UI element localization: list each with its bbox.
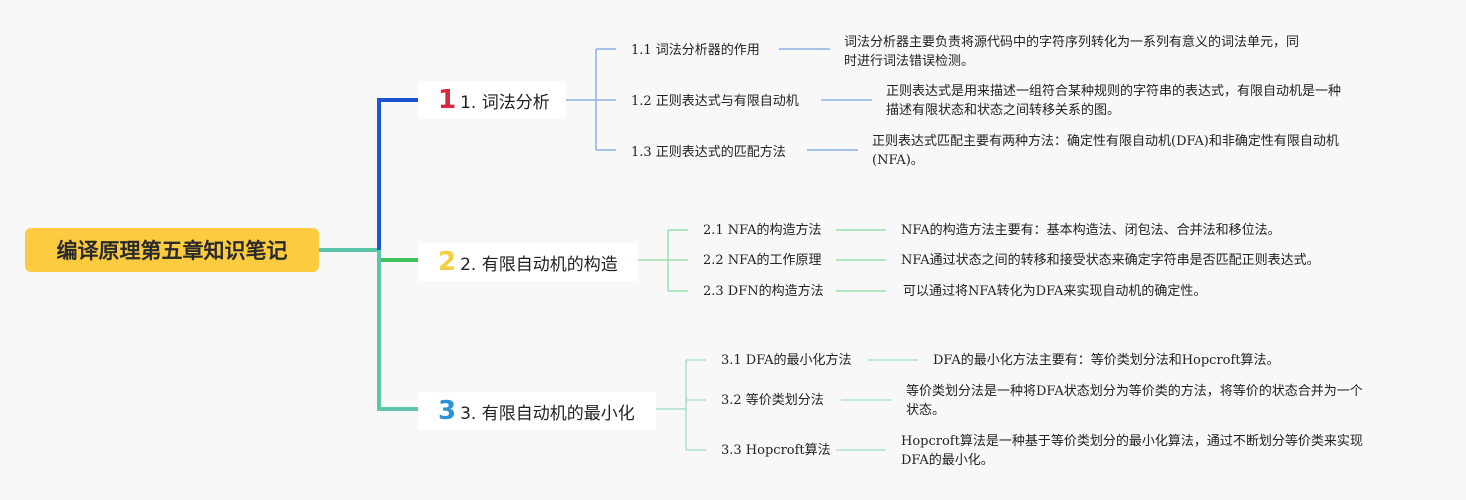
- description-line: (NFA)。: [872, 153, 924, 168]
- description-3-3: Hopcroft算法是一种基于等价类划分的最小化算法，通过不断划分等价类来实现 …: [901, 432, 1363, 470]
- description-line: Hopcroft算法是一种基于等价类划分的最小化算法，通过不断划分等价类来实现: [901, 434, 1363, 449]
- description-line: DFA的最小化。: [901, 453, 994, 468]
- description-line: 正则表达式是用来描述一组符合某种规则的字符串的表达式，有限自动机是一种: [886, 84, 1342, 99]
- description-line: 时进行词法错误检测。: [844, 54, 975, 69]
- description-line: NFA的构造方法主要有：基本构造法、闭包法、合并法和移位法。: [901, 223, 1281, 238]
- description-line: 正则表达式匹配主要有两种方法：确定性有限自动机(DFA)和非确定性有限自动机: [872, 134, 1339, 149]
- subtopic-1-1[interactable]: 1.1 词法分析器的作用: [631, 43, 760, 58]
- subtopic-1-3[interactable]: 1.3 正则表达式的匹配方法: [631, 145, 786, 160]
- description-line: NFA通过状态之间的转移和接受状态来确定字符串是否匹配正则表达式。: [901, 253, 1320, 268]
- branch-1-title: 1. 词法分析: [460, 92, 550, 113]
- number-1-icon: 1: [438, 85, 457, 115]
- subtopic-3-3[interactable]: 3.3 Hopcroft算法: [721, 443, 831, 458]
- root-title: 编译原理第五章知识笔记: [56, 239, 288, 263]
- description-1-1: 词法分析器主要负责将源代码中的字符序列转化为一系列有意义的词法单元，同 时进行词…: [844, 33, 1299, 71]
- subtopic-2-3[interactable]: 2.3 DFN的构造方法: [703, 284, 824, 299]
- description-line: 等价类划分法是一种将DFA状态划分为等价类的方法，将等价的状态合并为一个: [906, 384, 1363, 399]
- description-1-2: 正则表达式是用来描述一组符合某种规则的字符串的表达式，有限自动机是一种 描述有限…: [886, 82, 1341, 120]
- branch-1[interactable]: 1 1. 词法分析: [418, 81, 566, 119]
- description-2-1: NFA的构造方法主要有：基本构造法、闭包法、合并法和移位法。: [901, 221, 1281, 240]
- subtopic-1-2[interactable]: 1.2 正则表达式与有限自动机: [631, 94, 799, 109]
- branch-3-connector: [377, 250, 418, 411]
- description-3-1: DFA的最小化方法主要有：等价类划分法和Hopcroft算法。: [933, 351, 1280, 370]
- description-2-2: NFA通过状态之间的转移和接受状态来确定字符串是否匹配正则表达式。: [901, 251, 1320, 270]
- branch-1-connector: [377, 98, 418, 250]
- branch-3-title: 3. 有限自动机的最小化: [460, 403, 635, 424]
- subtopic-2-1[interactable]: 2.1 NFA的构造方法: [703, 223, 822, 238]
- branch-2[interactable]: 2 2. 有限自动机的构造: [418, 243, 638, 281]
- description-line: 可以通过将NFA转化为DFA来实现自动机的确定性。: [903, 284, 1207, 299]
- root-topic[interactable]: 编译原理第五章知识笔记: [25, 228, 319, 272]
- number-3-icon: 3: [438, 396, 457, 426]
- subtopic-3-1[interactable]: 3.1 DFA的最小化方法: [721, 353, 852, 368]
- description-3-2: 等价类划分法是一种将DFA状态划分为等价类的方法，将等价的状态合并为一个 状态。: [906, 382, 1363, 420]
- description-line: 状态。: [906, 403, 946, 418]
- description-1-3: 正则表达式匹配主要有两种方法：确定性有限自动机(DFA)和非确定性有限自动机 (…: [872, 132, 1339, 170]
- branch-3[interactable]: 3 3. 有限自动机的最小化: [418, 392, 656, 430]
- branch-2-title: 2. 有限自动机的构造: [460, 254, 618, 275]
- number-2-icon: 2: [438, 247, 457, 277]
- description-line: 描述有限状态和状态之间转移关系的图。: [886, 103, 1121, 118]
- description-line: DFA的最小化方法主要有：等价类划分法和Hopcroft算法。: [933, 353, 1280, 368]
- subtopic-2-2[interactable]: 2.2 NFA的工作原理: [703, 253, 822, 268]
- description-line: 词法分析器主要负责将源代码中的字符序列转化为一系列有意义的词法单元，同: [844, 35, 1300, 50]
- subtopic-3-2[interactable]: 3.2 等价类划分法: [721, 393, 824, 408]
- description-2-3: 可以通过将NFA转化为DFA来实现自动机的确定性。: [903, 282, 1206, 301]
